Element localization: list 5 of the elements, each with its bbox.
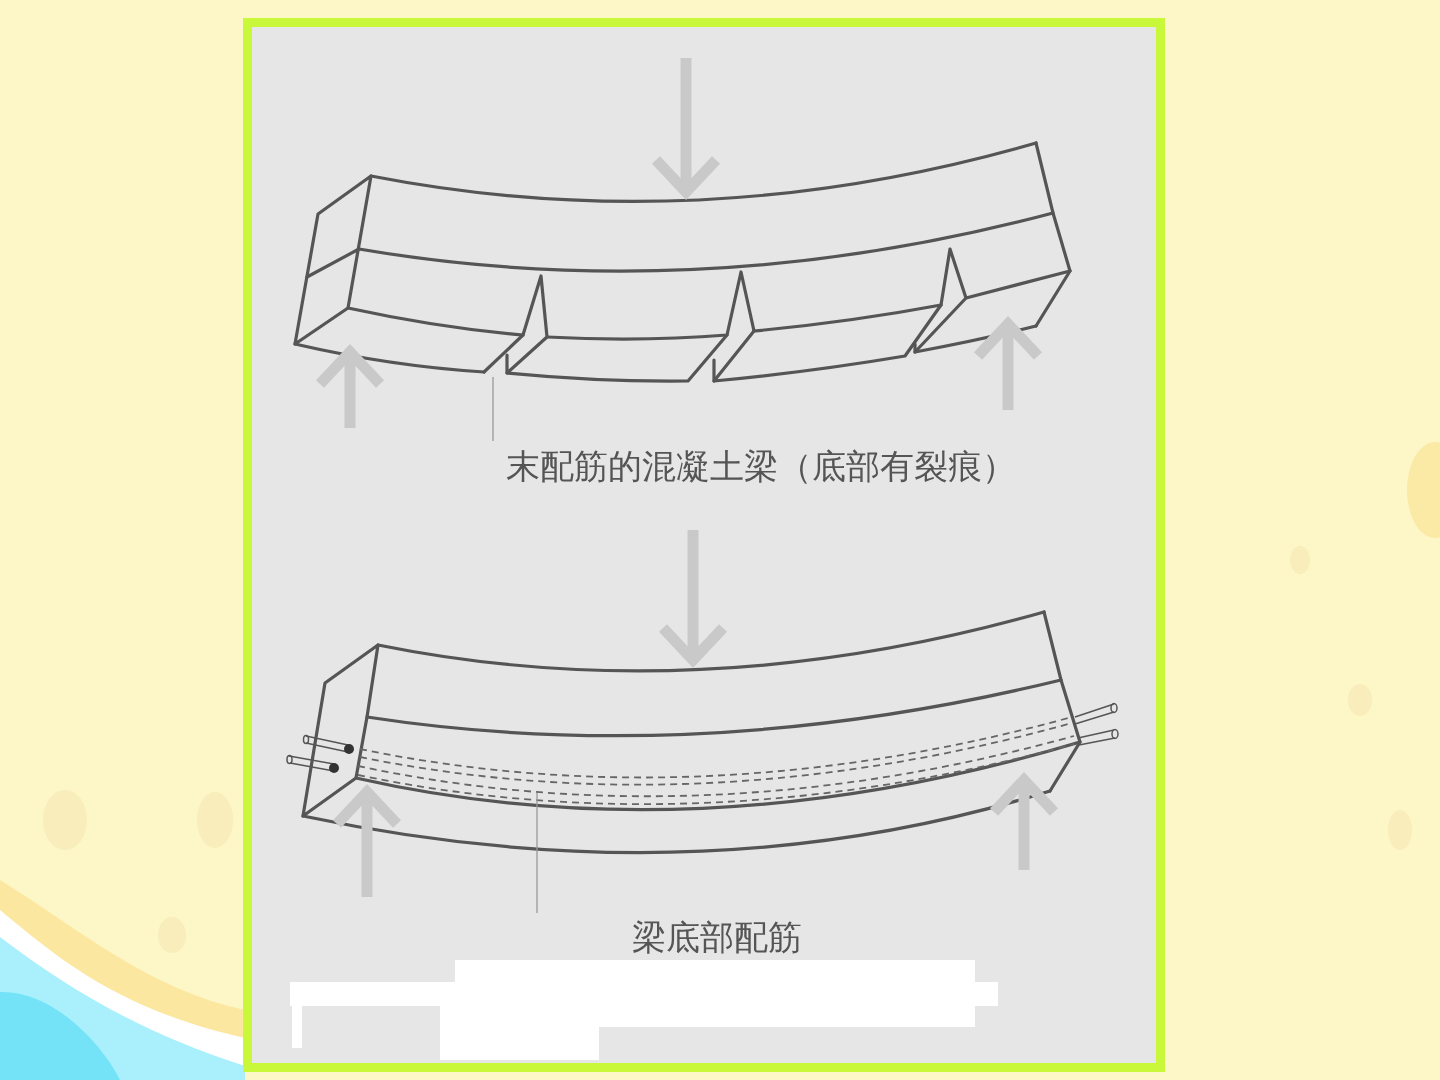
- leader-line: [492, 376, 494, 442]
- caption: 末配筋的混凝土梁（底部有裂痕）: [506, 446, 1016, 486]
- leader-line: [536, 792, 538, 914]
- crack: [480, 272, 552, 378]
- caption: 梁底部配筋: [632, 917, 802, 957]
